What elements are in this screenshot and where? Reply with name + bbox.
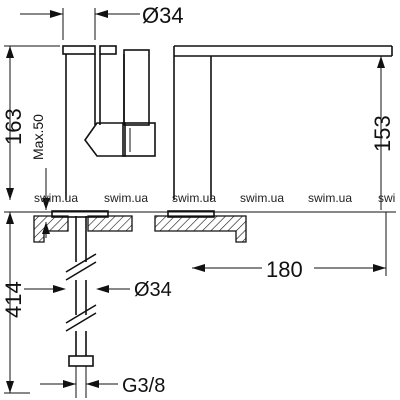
top-diameter-dimension: Ø34: [20, 3, 184, 40]
countertop-section-left: [33, 210, 133, 243]
watermark-text: swim.ua: [172, 191, 216, 205]
total-height-label: 163: [1, 108, 26, 145]
watermark-text: swim.ua: [308, 191, 352, 205]
shank-diameter-dimension: Ø34: [24, 279, 172, 301]
max-deck-label: Max.50: [30, 114, 46, 160]
faucet-handle: [84, 45, 156, 157]
faucet-shank: [65, 216, 97, 367]
shank-length-label: 414: [1, 281, 26, 318]
spout-height-dimension: 153: [370, 56, 395, 210]
watermark-text: swi: [378, 191, 395, 205]
shank-length-dimension: 414: [1, 212, 30, 394]
watermark-row: swim.ua swim.ua swim.ua swim.ua swim.ua …: [34, 191, 395, 205]
total-height-dimension: 163: [1, 45, 60, 200]
watermark-text: swim.ua: [104, 191, 148, 205]
spout-height-label: 153: [370, 115, 395, 152]
faucet-body-front: [62, 45, 96, 200]
spout-reach-dimension: 180: [192, 212, 387, 282]
thread-label: G3/8: [122, 375, 165, 397]
countertop-section-right: [154, 210, 247, 243]
watermark-text: swim.ua: [240, 191, 284, 205]
watermark-text: swim.ua: [34, 191, 78, 205]
thread-dimension: G3/8: [40, 366, 165, 398]
top-diameter-label: Ø34: [142, 3, 184, 28]
spout-reach-label: 180: [266, 257, 303, 282]
faucet-spout-side: [173, 45, 393, 200]
shank-diameter-label: Ø34: [134, 279, 172, 301]
